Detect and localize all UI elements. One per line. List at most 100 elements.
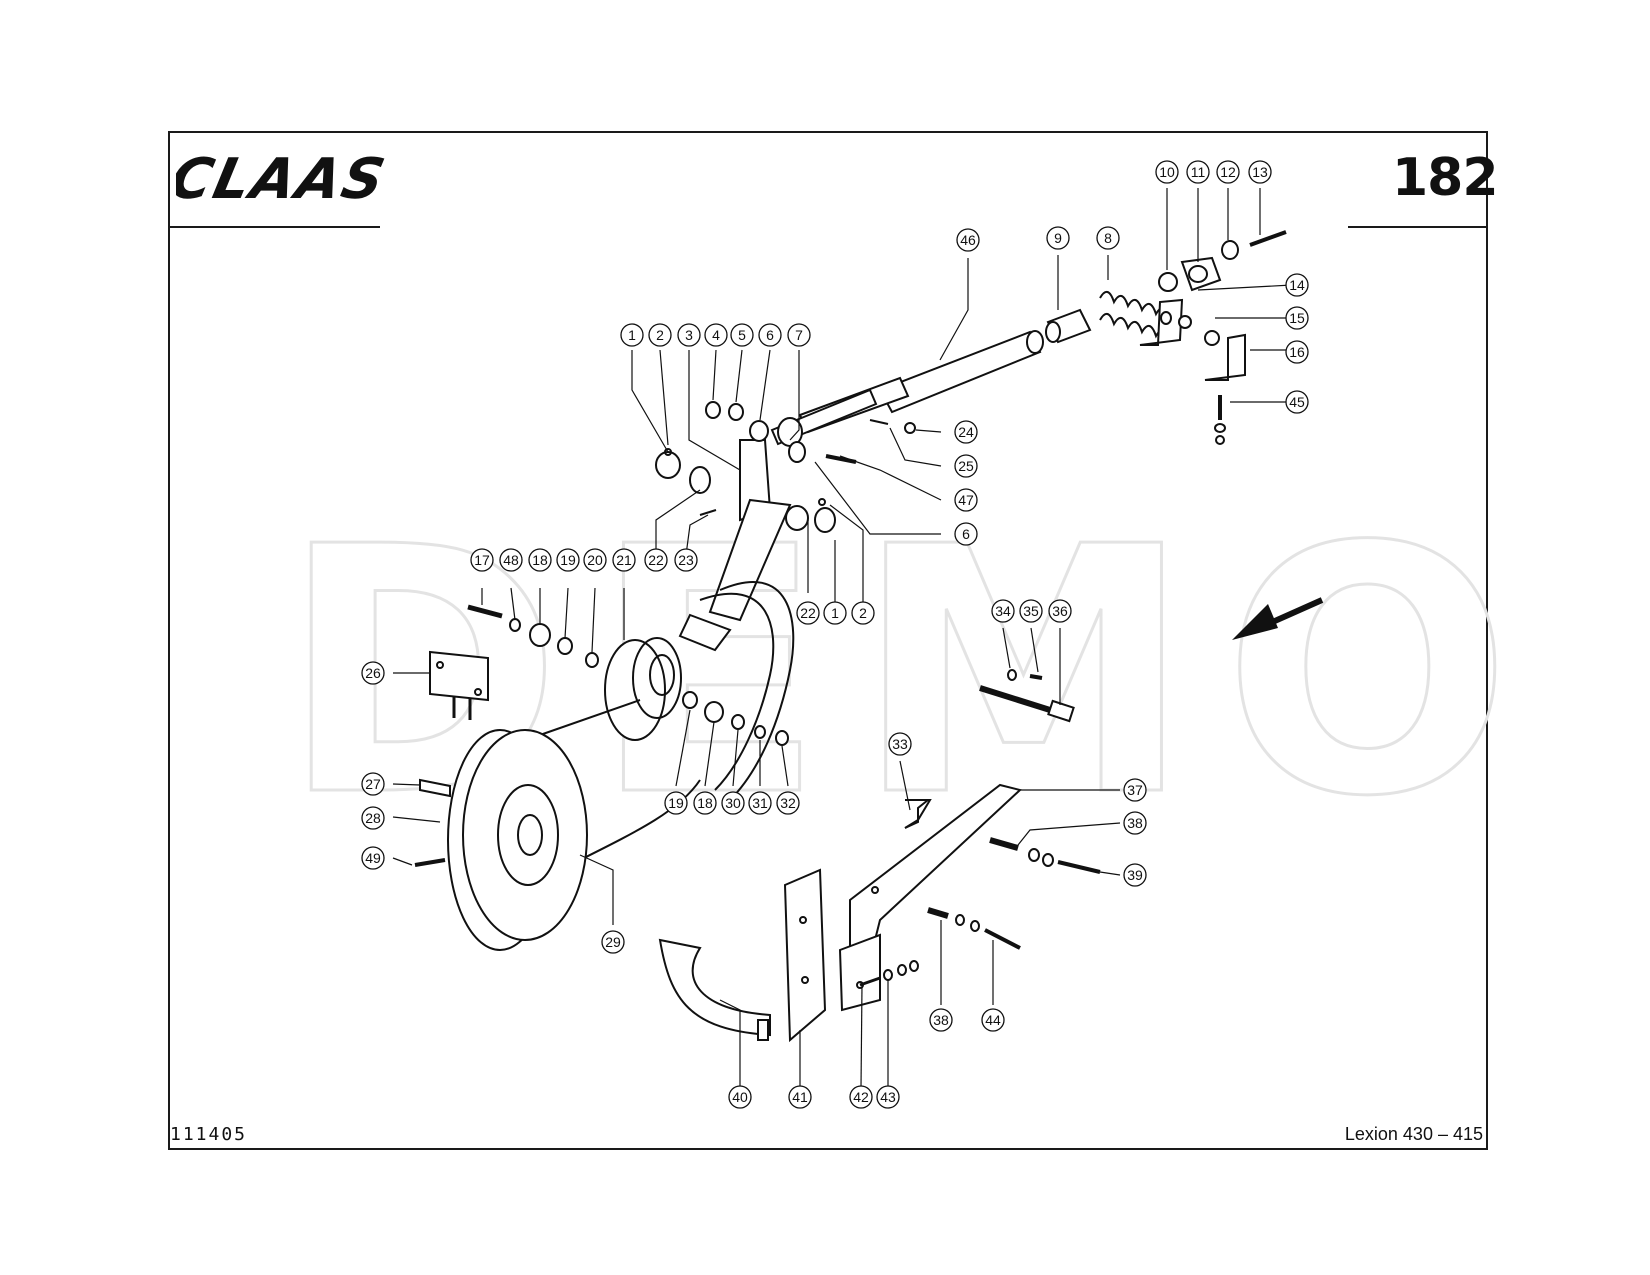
svg-text:43: 43 — [880, 1089, 896, 1105]
svg-text:10: 10 — [1159, 164, 1175, 180]
callout: 19 — [664, 791, 688, 815]
callout: 47 — [954, 488, 978, 512]
callout: 21 — [612, 548, 636, 572]
svg-text:28: 28 — [365, 810, 381, 826]
svg-text:45: 45 — [1289, 394, 1305, 410]
svg-text:16: 16 — [1289, 344, 1305, 360]
callout: 38 — [929, 1008, 953, 1032]
callout: 40 — [728, 1085, 752, 1109]
bearing-block — [1158, 230, 1287, 292]
cover-plate — [429, 650, 489, 720]
page-number: 182 — [1392, 148, 1499, 208]
svg-text:18: 18 — [697, 795, 713, 811]
svg-text:3: 3 — [685, 327, 693, 343]
svg-text:35: 35 — [1023, 603, 1039, 619]
page-number-underline — [1348, 226, 1488, 228]
callout: 5 — [730, 323, 754, 347]
svg-text:42: 42 — [853, 1089, 869, 1105]
svg-text:44: 44 — [985, 1012, 1001, 1028]
callout: 16 — [1285, 340, 1309, 364]
svg-text:CLAAS: CLAAS — [176, 148, 388, 208]
callout: 35 — [1019, 599, 1043, 623]
callout: 41 — [788, 1085, 812, 1109]
callout: 9 — [1046, 226, 1070, 250]
callout: 26 — [361, 661, 385, 685]
direction-arrow — [1232, 597, 1324, 640]
svg-text:8: 8 — [1104, 230, 1112, 246]
rod-36 — [979, 669, 1075, 723]
callout: 15 — [1285, 306, 1309, 330]
svg-text:41: 41 — [792, 1089, 808, 1105]
svg-text:12: 12 — [1220, 164, 1236, 180]
page-frame — [168, 131, 1488, 1150]
callout: 42 — [849, 1085, 873, 1109]
svg-text:37: 37 — [1127, 782, 1143, 798]
callout: 6 — [758, 323, 782, 347]
callout: 48 — [499, 548, 523, 572]
svg-text:19: 19 — [560, 552, 576, 568]
svg-text:19: 19 — [668, 795, 684, 811]
callout: 18 — [693, 791, 717, 815]
callout: 7 — [787, 323, 811, 347]
svg-text:20: 20 — [587, 552, 603, 568]
callout: 3 — [677, 323, 701, 347]
callout: 22 — [796, 601, 820, 625]
svg-text:47: 47 — [958, 492, 974, 508]
callout: 20 — [583, 548, 607, 572]
callout: 14 — [1285, 273, 1309, 297]
callout: 28 — [361, 806, 385, 830]
callout: 24 — [954, 420, 978, 444]
svg-text:6: 6 — [962, 526, 970, 542]
svg-text:1: 1 — [628, 327, 636, 343]
claas-logo: CLAAS — [176, 148, 388, 208]
callout: 2 — [851, 601, 875, 625]
svg-text:38: 38 — [1127, 815, 1143, 831]
svg-text:23: 23 — [678, 552, 694, 568]
callout: 29 — [601, 930, 625, 954]
svg-text:14: 14 — [1289, 277, 1305, 293]
callout: 12 — [1216, 160, 1240, 184]
svg-text:4: 4 — [712, 327, 720, 343]
callout: 49 — [361, 846, 385, 870]
svg-text:13: 13 — [1252, 164, 1268, 180]
callout: 45 — [1285, 390, 1309, 414]
callout: 37 — [1123, 778, 1147, 802]
callout: 30 — [721, 791, 745, 815]
drive-pulley — [414, 729, 588, 951]
svg-text:5: 5 — [738, 327, 746, 343]
svg-text:48: 48 — [503, 552, 519, 568]
callout: 33 — [888, 732, 912, 756]
svg-text:27: 27 — [365, 776, 381, 792]
callout: 19 — [556, 548, 580, 572]
svg-text:18: 18 — [532, 552, 548, 568]
callout: 39 — [1123, 863, 1147, 887]
svg-text:22: 22 — [800, 605, 816, 621]
svg-text:6: 6 — [766, 327, 774, 343]
svg-text:29: 29 — [605, 934, 621, 950]
svg-text:24: 24 — [958, 424, 974, 440]
callout: 2 — [648, 323, 672, 347]
drive-belt — [539, 581, 795, 861]
callout: 1 — [823, 601, 847, 625]
svg-text:40: 40 — [732, 1089, 748, 1105]
callout: 10 — [1155, 160, 1179, 184]
model-label: Lexion 430 – 415 — [1344, 1124, 1483, 1144]
svg-text:2: 2 — [656, 327, 664, 343]
callout: 1 — [620, 323, 644, 347]
brand-underline — [168, 226, 380, 228]
svg-text:32: 32 — [780, 795, 796, 811]
svg-text:34: 34 — [995, 603, 1011, 619]
callout: 34 — [991, 599, 1015, 623]
guide-plate — [783, 868, 827, 1043]
svg-text:22: 22 — [648, 552, 664, 568]
drawing-number: 111405 — [170, 1124, 248, 1145]
svg-text:38: 38 — [933, 1012, 949, 1028]
sleeve — [1045, 308, 1092, 344]
callout: 43 — [876, 1085, 900, 1109]
svg-text:49: 49 — [365, 850, 381, 866]
callout: 4 — [704, 323, 728, 347]
compression-spring — [1099, 291, 1171, 341]
mounting-bracket — [1139, 298, 1246, 445]
svg-text:26: 26 — [365, 665, 381, 681]
